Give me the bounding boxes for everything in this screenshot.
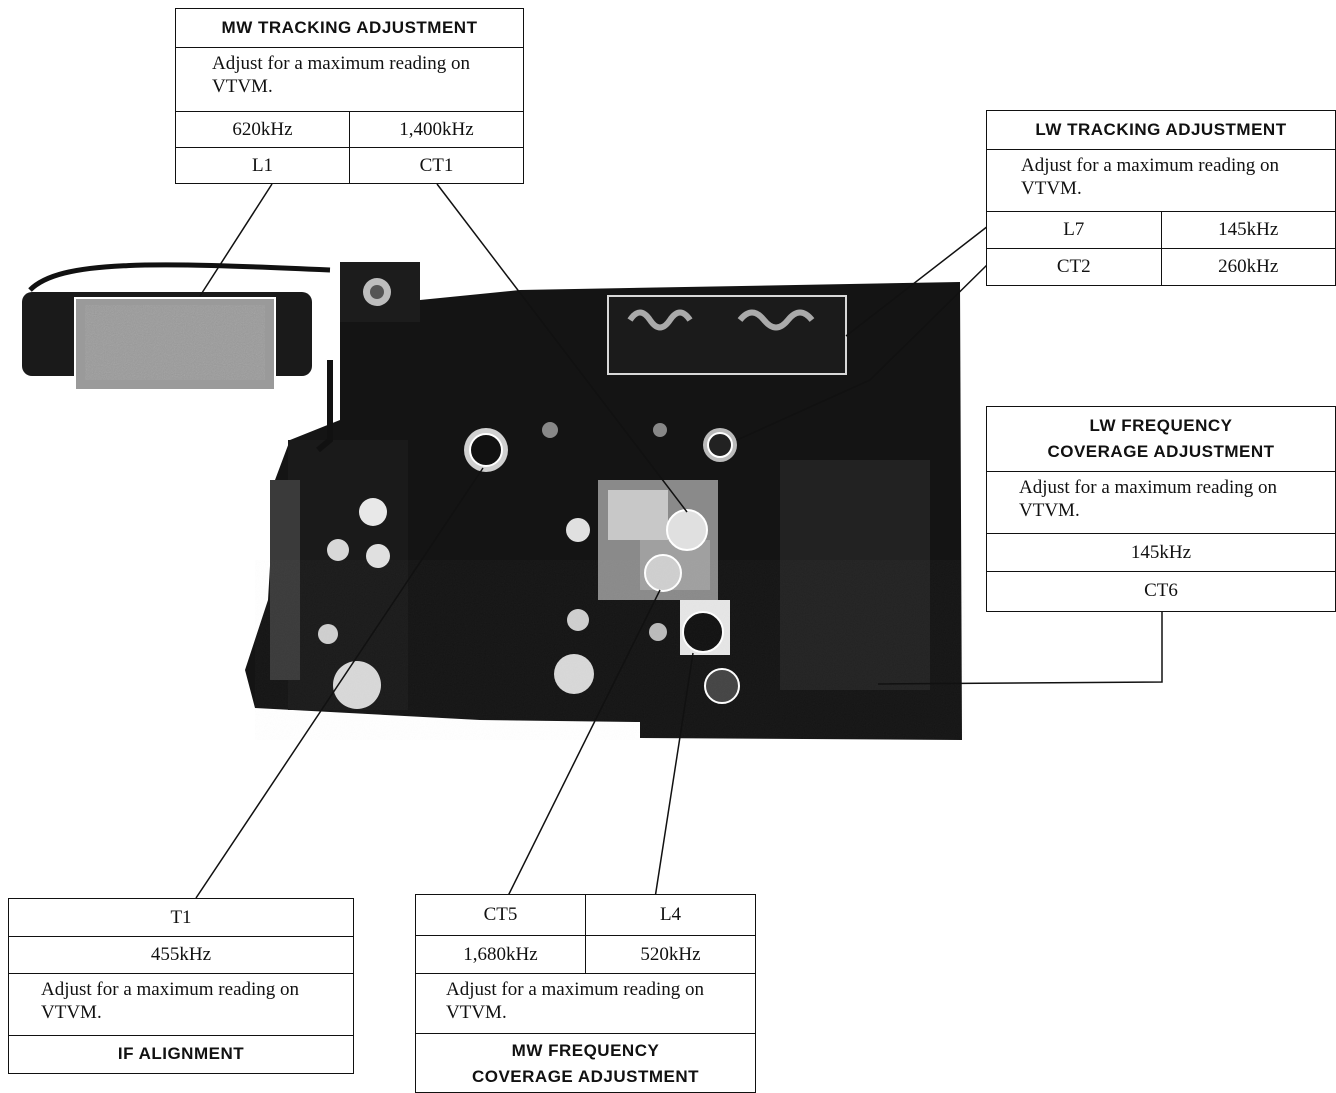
pcb-board [245, 262, 965, 740]
mw-coverage-title-2: COVERAGE ADJUSTMENT [471, 1066, 700, 1086]
mw-coverage-box: CT5 L4 1,680kHz 520kHz Adjust for a maxi… [415, 894, 756, 1093]
lw-tracking-part-ct2: CT2 [1056, 256, 1091, 277]
lw-coverage-note: Adjust for a maximum reading on VTVM. [1019, 477, 1278, 521]
if-alignment-title: IF ALIGNMENT [117, 1044, 245, 1063]
lw-coverage-title-1: LW FREQUENCY [1089, 416, 1233, 435]
mw-tracking-part-l1: L1 [251, 154, 274, 176]
lw-coverage-box: LW FREQUENCY COVERAGE ADJUSTMENT Adjust … [986, 406, 1336, 612]
mw-tracking-title: MW TRACKING ADJUSTMENT [221, 18, 478, 37]
lw-tracking-part-l7: L7 [1063, 219, 1085, 240]
if-alignment-part-t1: T1 [170, 906, 192, 928]
mw-tracking-note: Adjust for a maximum reading on VTVM. [212, 53, 471, 97]
mw-tracking-part-ct1: CT1 [349, 148, 523, 183]
mw-coverage-note: Adjust for a maximum reading on VTVM. [446, 979, 705, 1023]
ferrite-antenna [22, 262, 333, 453]
lw-coverage-freq: 145kHz [1130, 541, 1192, 563]
if-alignment-box: T1 455kHz Adjust for a maximum reading o… [8, 898, 354, 1074]
mw-coverage-freq-high: 1,680kHz [463, 943, 538, 965]
mw-coverage-part-l4: L4 [585, 895, 755, 935]
if-alignment-note: Adjust for a maximum reading on VTVM. [41, 979, 300, 1023]
lw-tracking-freq-high: 260kHz [1160, 249, 1336, 285]
lw-tracking-freq-low: 145kHz [1160, 212, 1336, 248]
mw-tracking-freq-low: 620kHz [232, 118, 293, 140]
mw-tracking-box: MW TRACKING ADJUSTMENT Adjust for a maxi… [175, 8, 524, 184]
leader-lines [195, 183, 1163, 899]
mw-coverage-title-1: MW FREQUENCY [511, 1040, 660, 1060]
lw-coverage-title-2: COVERAGE ADJUSTMENT [1047, 442, 1275, 461]
mw-tracking-freq-high: 1,400kHz [349, 112, 523, 147]
lw-coverage-part-ct6: CT6 [1144, 580, 1178, 601]
lw-tracking-title: LW TRACKING ADJUSTMENT [1035, 120, 1287, 139]
mw-coverage-freq-low: 520kHz [585, 936, 755, 973]
if-alignment-freq: 455kHz [150, 944, 212, 965]
lw-tracking-note: Adjust for a maximum reading on VTVM. [1021, 155, 1280, 199]
mw-coverage-part-ct5: CT5 [483, 904, 518, 925]
lw-tracking-box: LW TRACKING ADJUSTMENT Adjust for a maxi… [986, 110, 1336, 286]
